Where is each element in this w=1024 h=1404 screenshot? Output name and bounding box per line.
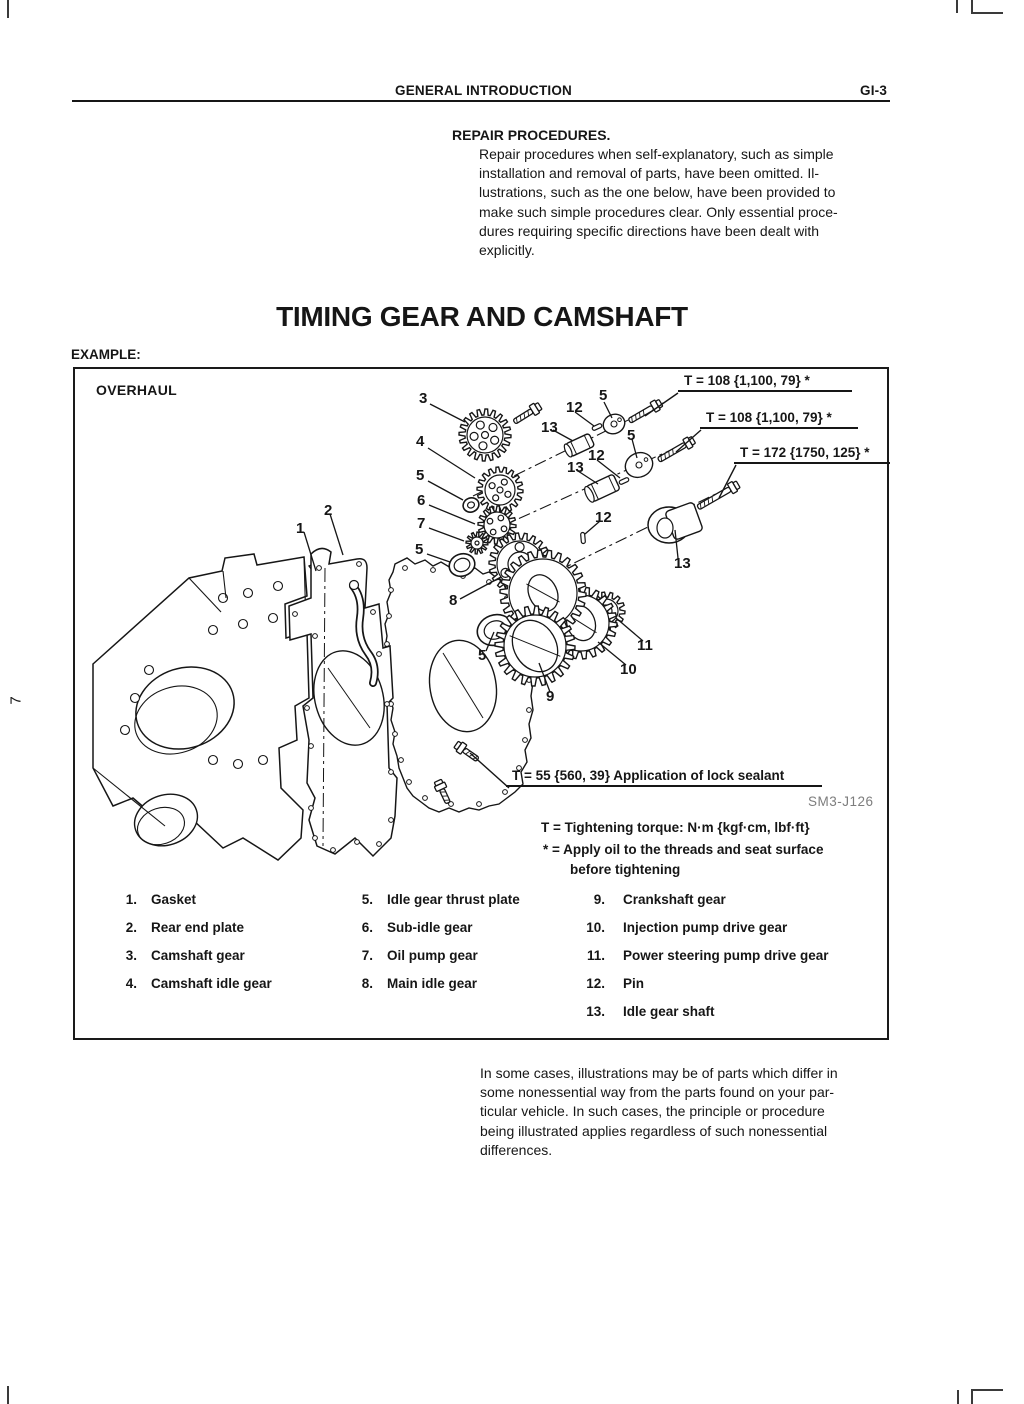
repair-procedures-heading: REPAIR PROCEDURES.	[452, 127, 611, 143]
parts-column-3: 9. Crankshaft gear 10. Injection pump driv…	[581, 893, 829, 1033]
callout-9: 9	[546, 688, 555, 705]
callout-5d: 5	[599, 387, 608, 404]
torque-note-1: T = 108 {1,100, 79} *	[678, 373, 852, 392]
torque-note-4: T = 55 {560, 39} Application of lock sea…	[506, 768, 822, 787]
part-label: Rear end plate	[151, 920, 245, 935]
crop-mark-bottom-left	[7, 1386, 9, 1404]
overhaul-label: OVERHAUL	[96, 382, 177, 398]
callout-13c: 13	[674, 555, 691, 572]
callout-5e: 5	[627, 427, 636, 444]
margin-page-number: 7	[7, 696, 25, 705]
part-num: 12.	[586, 976, 605, 991]
header-rule	[72, 100, 890, 102]
callout-6: 6	[417, 492, 426, 509]
part-label: Camshaft idle gear	[151, 976, 272, 991]
torque-note-3: T = 172 {1750, 125} *	[734, 445, 890, 464]
part-row-9: 9. Crankshaft gear	[581, 893, 829, 907]
part-row-7: 7. Oil pump gear	[349, 949, 520, 963]
torque-note-2: T = 108 {1,100, 79} *	[700, 410, 858, 429]
callout-10: 10	[620, 661, 637, 678]
header-page-code: GI-3	[860, 83, 888, 98]
callout-11: 11	[637, 637, 653, 654]
part-row-3: 3. Camshaft gear	[113, 949, 272, 963]
part-row-5: 5. Idle gear thrust plate	[349, 893, 520, 907]
part-row-10: 10. Injection pump drive gear	[581, 921, 829, 935]
part-num: 8.	[361, 976, 373, 991]
page-title: TIMING GEAR AND CAMSHAFT	[276, 301, 688, 332]
crop-mark-top-right-h	[971, 12, 1003, 14]
part-num: 1.	[125, 892, 137, 907]
example-label: EXAMPLE:	[71, 347, 141, 362]
crop-mark-top-right-tick	[956, 0, 958, 13]
part-label: Idle gear thrust plate	[387, 892, 520, 907]
header-section-title: GENERAL INTRODUCTION	[395, 83, 573, 98]
part-num: 2.	[125, 920, 137, 935]
crop-mark-bottom-right-h	[971, 1389, 1003, 1391]
part-label: Oil pump gear	[387, 948, 478, 963]
crop-mark-top-left	[7, 0, 9, 18]
callout-3: 3	[419, 390, 428, 407]
callout-12c: 12	[595, 509, 612, 526]
part-label: Pin	[623, 976, 645, 991]
part-num: 3.	[125, 948, 137, 963]
parts-column-2: 5. Idle gear thrust plate 6. Sub-idle gear…	[349, 893, 520, 1005]
callout-13a: 13	[541, 419, 558, 436]
callout-5c: 5	[478, 647, 487, 664]
crop-mark-top-right-v	[971, 0, 973, 14]
callout-12a: 12	[566, 399, 583, 416]
part-label: Main idle gear	[387, 976, 478, 991]
legend-line-3: before tightening	[570, 862, 681, 877]
callout-2: 2	[324, 502, 333, 519]
part-row-1: 1. Gasket	[113, 893, 272, 907]
part-label: Injection pump drive gear	[623, 920, 788, 935]
part-row-2: 2. Rear end plate	[113, 921, 272, 935]
callout-5a: 5	[416, 467, 425, 484]
callout-8: 8	[449, 592, 458, 609]
part-label: Power steering pump drive gear	[623, 948, 829, 963]
part-row-4: 4. Camshaft idle gear	[113, 977, 272, 991]
part-row-11: 11. Power steering pump drive gear	[581, 949, 829, 963]
part-num: 10.	[586, 920, 605, 935]
part-row-6: 6. Sub-idle gear	[349, 921, 520, 935]
part-label: Idle gear shaft	[623, 1004, 715, 1019]
callout-7: 7	[417, 515, 426, 532]
legend-line-2: * = Apply oil to the threads and seat su…	[543, 842, 824, 857]
part-num: 4.	[125, 976, 137, 991]
part-num: 7.	[361, 948, 373, 963]
part-num: 11.	[586, 948, 605, 963]
figure-code: SM3-J126	[808, 794, 874, 809]
crop-mark-bottom-right-v	[971, 1389, 973, 1404]
callout-13b: 13	[567, 459, 584, 476]
part-num: 6.	[361, 920, 373, 935]
parts-column-1: 1. Gasket 2. Rear end plate 3. Camshaft gea…	[113, 893, 272, 1005]
part-label: Gasket	[151, 892, 197, 907]
part-label: Camshaft gear	[151, 948, 245, 963]
callout-4: 4	[416, 433, 425, 450]
bottom-note: In some cases, illustrations may be of p…	[480, 1065, 838, 1158]
crop-mark-bottom-right-tick	[957, 1390, 959, 1404]
part-row-8: 8. Main idle gear	[349, 977, 520, 991]
callout-1: 1	[296, 520, 305, 537]
part-num: 9.	[593, 892, 605, 907]
part-row-12: 12. Pin	[581, 977, 829, 991]
legend-line-1: T = Tightening torque: N·m {kgf·cm, lbf·…	[541, 820, 810, 835]
repair-procedures-body: Repair procedures when self-explanatory,…	[479, 146, 838, 259]
part-label: Crankshaft gear	[623, 892, 726, 907]
callout-5b: 5	[415, 541, 424, 558]
part-num: 5.	[361, 892, 373, 907]
callout-12b: 12	[588, 447, 605, 464]
part-num: 13.	[586, 1004, 605, 1019]
part-label: Sub-idle gear	[387, 920, 473, 935]
overhaul-diagram	[92, 392, 741, 861]
part-row-13: 13. Idle gear shaft	[581, 1005, 829, 1019]
